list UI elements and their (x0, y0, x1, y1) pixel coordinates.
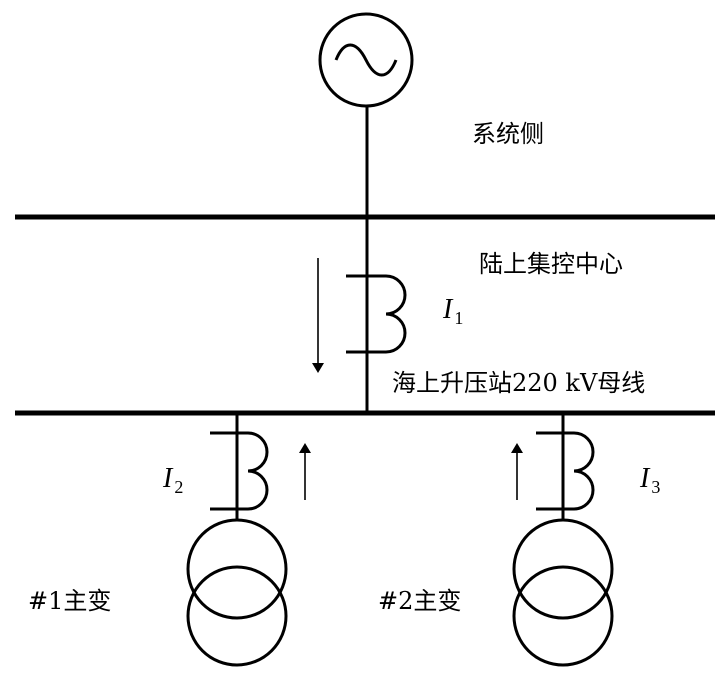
current-transformer-icon (346, 274, 407, 354)
system-side-label: 系统侧 (472, 120, 544, 148)
offshore-bus-label: 海上升压站220 kV母线 (392, 369, 645, 397)
current-transformer-icon (210, 431, 269, 511)
transformer-1-label: #1主变 (28, 587, 111, 615)
current-transformer-icon (536, 431, 595, 511)
two-winding-transformer-icon (512, 518, 614, 667)
ac-source-icon (318, 12, 414, 108)
onshore-center-label: 陆上集控中心 (479, 250, 623, 278)
two-winding-transformer-icon (186, 518, 288, 667)
transformer-2-label: #2主变 (378, 587, 461, 615)
